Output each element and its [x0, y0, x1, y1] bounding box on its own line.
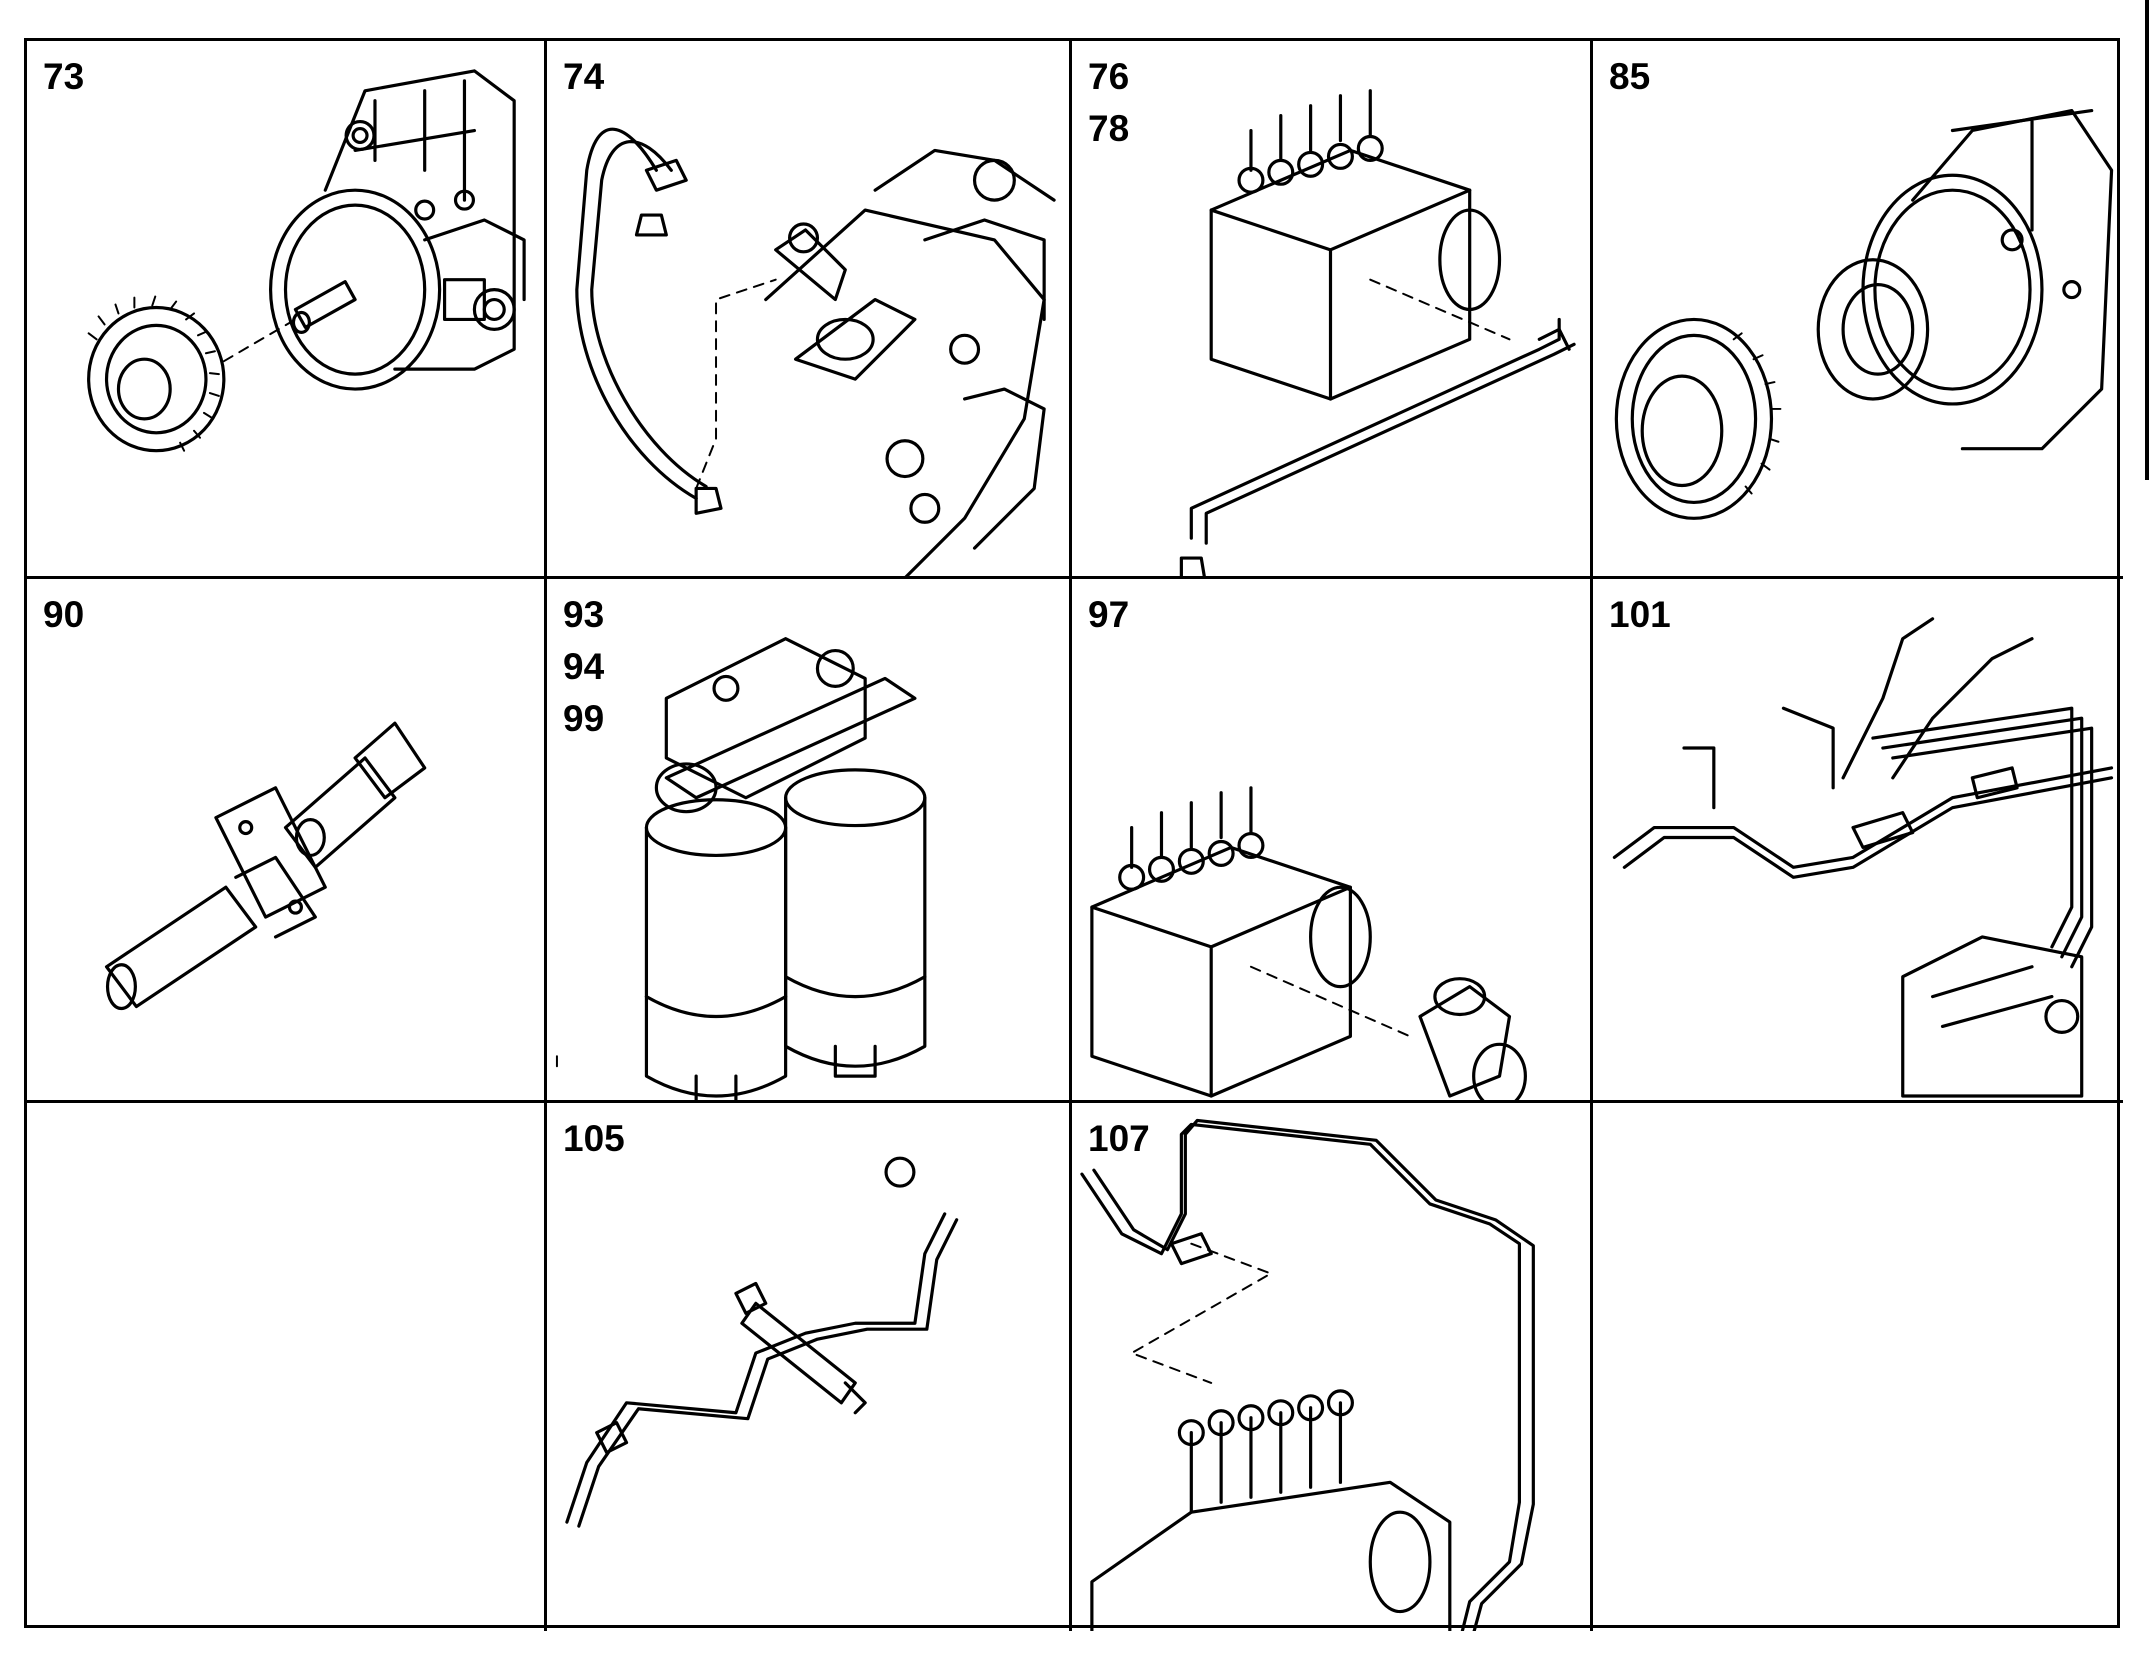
item-number: 99 [563, 698, 605, 739]
cell-labels: 107 [1088, 1113, 1150, 1165]
injector-drawing [104, 721, 427, 1011]
page-edge-mark [2145, 0, 2149, 480]
cell-labels: 76 78 [1088, 51, 1129, 155]
cell-labels: 97 [1088, 589, 1129, 641]
cell-90: 90 [27, 579, 547, 1103]
parts-diagram-grid: 73 74 [24, 38, 2123, 1631]
twin-fuel-filter-drawing [555, 637, 927, 1100]
cell-labels: 74 [563, 51, 604, 103]
feed-pipe-drawing [575, 127, 1056, 576]
item-number: 90 [43, 594, 85, 635]
pipe-to-injector-drawing [565, 1156, 959, 1528]
cell-73: 73 [27, 41, 547, 579]
cell-93-94-99: 93 94 99 [547, 579, 1072, 1103]
item-number: 97 [1088, 594, 1130, 635]
return-pipe-drawing [1080, 1118, 1535, 1631]
cell-76-78: 76 78 [1072, 41, 1593, 579]
cell-empty-left [27, 1103, 547, 1631]
cell-105: 105 [547, 1103, 1072, 1631]
injection-pipe-set-drawing [1612, 617, 2114, 1098]
item-number: 74 [563, 56, 605, 97]
cell-101: 101 [1593, 579, 2123, 1103]
injection-pump-pipe-drawing [1179, 89, 1576, 576]
item-number: 93 [563, 594, 605, 635]
cell-empty-right [1593, 1103, 2123, 1631]
cell-labels: 73 [43, 51, 84, 103]
gear-pump-drive-drawing [87, 69, 526, 453]
item-number: 76 [1088, 56, 1130, 97]
cell-labels: 85 [1609, 51, 1650, 103]
cell-107: 107 [1072, 1103, 1593, 1631]
item-number: 73 [43, 56, 85, 97]
pump-drive-gear-drawing [1614, 109, 2114, 520]
item-number: 94 [563, 646, 605, 687]
cell-85: 85 [1593, 41, 2123, 579]
item-number: 101 [1609, 594, 1671, 635]
item-number: 78 [1088, 108, 1130, 149]
item-number: 105 [563, 1118, 625, 1159]
item-number: 107 [1088, 1118, 1150, 1159]
pump-banjo-fitting-drawing [1090, 786, 1527, 1100]
cell-74: 74 [547, 41, 1072, 579]
cell-labels: 90 [43, 589, 84, 641]
cell-labels: 101 [1609, 589, 1671, 641]
item-number: 85 [1609, 56, 1651, 97]
cell-labels: 105 [563, 1113, 625, 1165]
cell-97: 97 [1072, 579, 1593, 1103]
cell-labels: 93 94 99 [563, 589, 604, 745]
